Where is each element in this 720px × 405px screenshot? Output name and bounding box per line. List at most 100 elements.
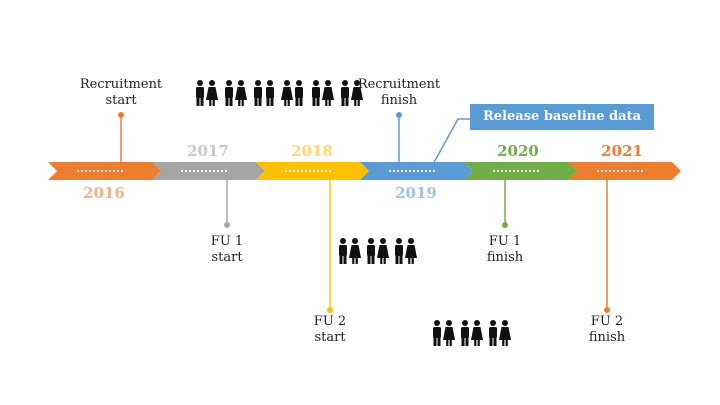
timeline-dot	[216, 169, 220, 173]
timeline-dot	[96, 169, 100, 173]
person-icon	[266, 80, 274, 106]
timeline-dot	[296, 169, 300, 173]
fu2-finish-label: FU 2 finish	[588, 314, 626, 345]
person-icon	[225, 80, 233, 106]
recruitment-start-marker	[118, 112, 124, 118]
fu1-start-label: FU 1 start	[210, 234, 244, 265]
timeline-segment-2019	[360, 162, 473, 180]
timeline-dot	[504, 169, 508, 173]
fu1-start-marker	[224, 222, 230, 228]
recruitment-finish-label: Recruitment finish	[357, 77, 441, 108]
year-label-2020: 2020	[497, 142, 539, 160]
person-icon	[433, 320, 441, 346]
timeline-dot	[432, 169, 436, 173]
timeline-dot	[516, 169, 520, 173]
people-group-icon-middle	[339, 238, 417, 264]
timeline-dot	[496, 169, 500, 173]
timeline-dot	[500, 169, 504, 173]
timeline-dot	[492, 169, 496, 173]
person-icon	[405, 238, 417, 264]
timeline-dot	[188, 169, 192, 173]
timeline-dot	[428, 169, 432, 173]
timeline-dot	[76, 169, 80, 173]
fu2-start-label: FU 2 start	[313, 314, 347, 345]
timeline-dot	[304, 169, 308, 173]
timeline-dot	[392, 169, 396, 173]
person-icon	[461, 320, 469, 346]
person-icon	[206, 80, 218, 106]
callout-connector	[431, 118, 470, 167]
timeline-dot	[508, 169, 512, 173]
timeline-dot	[628, 169, 632, 173]
timeline-dot	[92, 169, 96, 173]
person-icon	[312, 80, 320, 106]
fu1-finish-label: FU 1 finish	[486, 234, 524, 265]
timeline-dot	[84, 169, 88, 173]
year-label-2018: 2018	[291, 142, 333, 160]
timeline-dot	[284, 169, 288, 173]
timeline-segment-2018	[256, 162, 369, 180]
timeline-dot	[204, 169, 208, 173]
timeline-dot	[532, 169, 536, 173]
timeline-dot	[192, 169, 196, 173]
person-icon	[235, 80, 247, 106]
timeline-dot	[636, 169, 640, 173]
timeline-dot	[396, 169, 400, 173]
person-icon	[254, 80, 262, 106]
person-icon	[489, 320, 497, 346]
timeline-dot	[112, 169, 116, 173]
timeline-dot	[608, 169, 612, 173]
timeline-dot	[612, 169, 616, 173]
year-label-2019: 2019	[395, 184, 437, 202]
timeline-dot	[616, 169, 620, 173]
timeline-dot	[324, 169, 328, 173]
timeline-dot	[212, 169, 216, 173]
timeline-dot	[308, 169, 312, 173]
person-icon	[322, 80, 334, 106]
recruitment-start-label: Recruitment start	[79, 77, 163, 108]
fu1-finish-marker	[502, 222, 508, 228]
person-icon	[295, 80, 303, 106]
person-icon	[341, 80, 349, 106]
person-icon	[367, 238, 375, 264]
timeline-dot	[620, 169, 624, 173]
timeline-dot	[116, 169, 120, 173]
timeline-dot	[404, 169, 408, 173]
timeline-dot	[100, 169, 104, 173]
timeline-dot	[300, 169, 304, 173]
recruitment-finish-marker	[396, 112, 402, 118]
timeline-dot	[220, 169, 224, 173]
timeline-dot	[120, 169, 124, 173]
person-icon	[377, 238, 389, 264]
timeline-dot	[408, 169, 412, 173]
timeline-dot	[520, 169, 524, 173]
timeline-dot	[320, 169, 324, 173]
timeline-dot	[528, 169, 532, 173]
timeline-segment-2016	[48, 162, 161, 180]
timeline-dot	[600, 169, 604, 173]
timeline-segment-2021	[568, 162, 681, 180]
release-baseline-data-callout: Release baseline data	[470, 104, 654, 130]
person-icon	[395, 238, 403, 264]
year-label-2021: 2021	[601, 142, 643, 160]
person-icon	[281, 80, 293, 106]
timeline-segment-2020	[464, 162, 577, 180]
timeline-dot	[104, 169, 108, 173]
person-icon	[471, 320, 483, 346]
timeline-dot	[208, 169, 212, 173]
timeline-dot	[412, 169, 416, 173]
timeline-dot	[632, 169, 636, 173]
timeline-dot	[640, 169, 644, 173]
timeline-dot	[184, 169, 188, 173]
timeline-dot	[604, 169, 608, 173]
person-icon	[349, 238, 361, 264]
timeline-dot	[524, 169, 528, 173]
person-icon	[499, 320, 511, 346]
timeline-dot	[596, 169, 600, 173]
people-group-icon-bottom	[433, 320, 511, 346]
timeline-dot	[624, 169, 628, 173]
fu2-finish-marker	[604, 307, 610, 313]
timeline-dot	[200, 169, 204, 173]
fu2-start-marker	[327, 307, 333, 313]
